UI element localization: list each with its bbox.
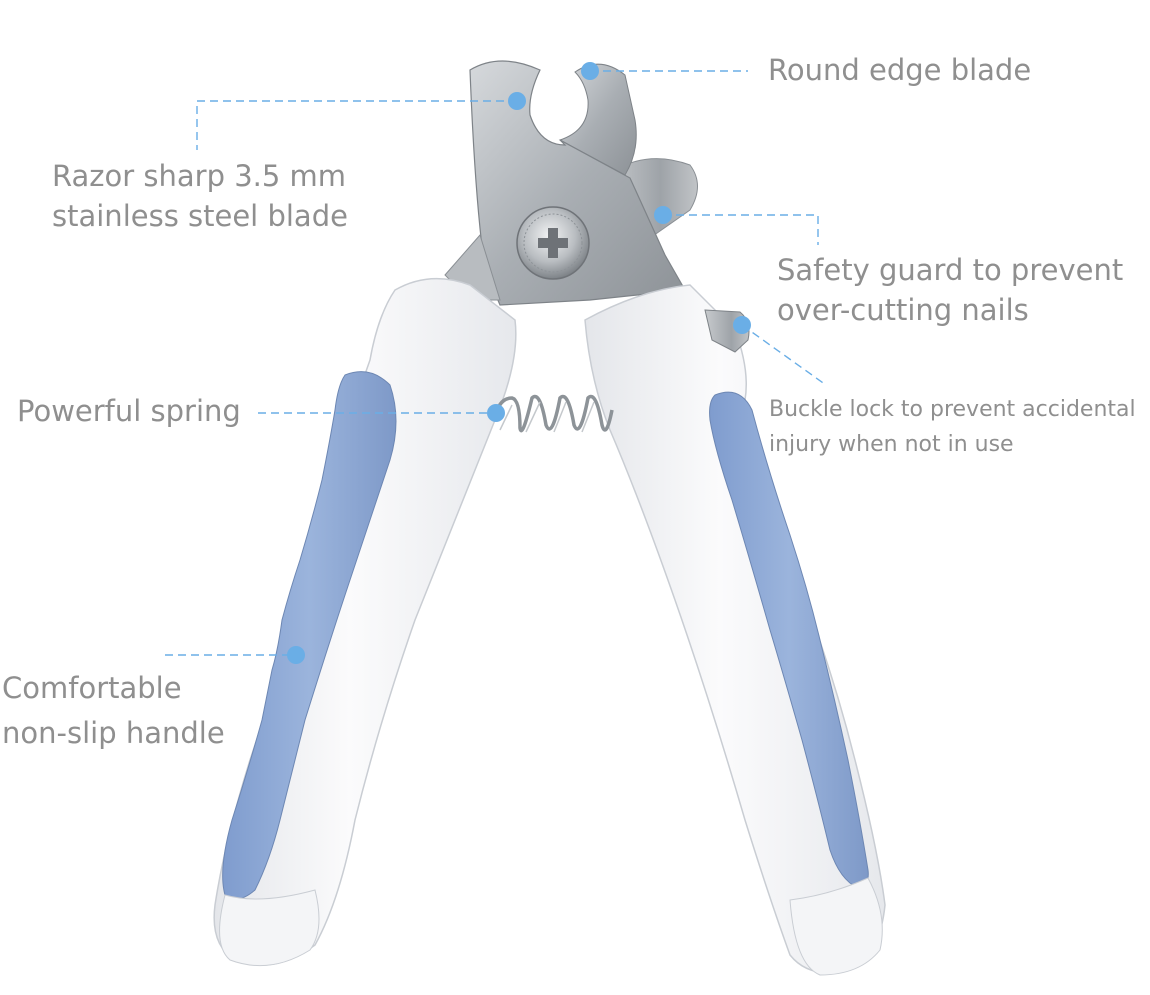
label-razor-sharp-blade: Razor sharp 3.5 mm stainless steel blade: [52, 156, 348, 236]
label-handle-line-1: Comfortable: [2, 671, 182, 705]
callout-dot-handle: [287, 646, 305, 664]
label-handle-line-2: non-slip handle: [2, 715, 225, 750]
label-powerful-spring: Powerful spring: [17, 391, 241, 431]
callout-line-buckle: [741, 324, 827, 386]
label-buckle-lock: Buckle lock to prevent accidental injury…: [769, 392, 1136, 462]
label-safety-guard: Safety guard to prevent over-cutting nai…: [777, 250, 1123, 330]
screw-slot-icon: [538, 228, 568, 258]
callout-line-razor: [196, 100, 517, 150]
handle-left-tip: [219, 889, 320, 967]
callout-dot-buckle: [733, 316, 751, 334]
label-razor-sharp-blade-line-1: Razor sharp 3.5 mm: [52, 159, 347, 193]
callout-dot-spring: [487, 404, 505, 422]
label-safety-guard-line-2: over-cutting nails: [777, 293, 1029, 328]
label-razor-sharp-blade-line-2: stainless steel blade: [52, 199, 348, 234]
callout-dots: [287, 62, 751, 664]
callout-dot-safety: [654, 206, 672, 224]
callout-line-safety: [663, 214, 819, 245]
callout-dot-razor: [508, 92, 526, 110]
callout-dot-round-edge: [581, 62, 599, 80]
grip-left: [222, 371, 397, 900]
callout-lines: [165, 70, 827, 656]
label-handle: Comfortable non-slip handle: [2, 666, 225, 756]
label-powerful-spring-line-1: Powerful spring: [17, 394, 241, 428]
spring: [493, 394, 614, 433]
label-buckle-lock-line-1: Buckle lock to prevent accidental: [769, 397, 1136, 422]
label-safety-guard-line-1: Safety guard to prevent: [777, 253, 1124, 287]
label-round-edge-blade-line-1: Round edge blade: [768, 53, 1032, 87]
label-round-edge-blade: Round edge blade: [768, 50, 1031, 90]
handle-right-tip: [789, 877, 883, 976]
label-buckle-lock-line-2: injury when not in use: [769, 432, 1014, 458]
